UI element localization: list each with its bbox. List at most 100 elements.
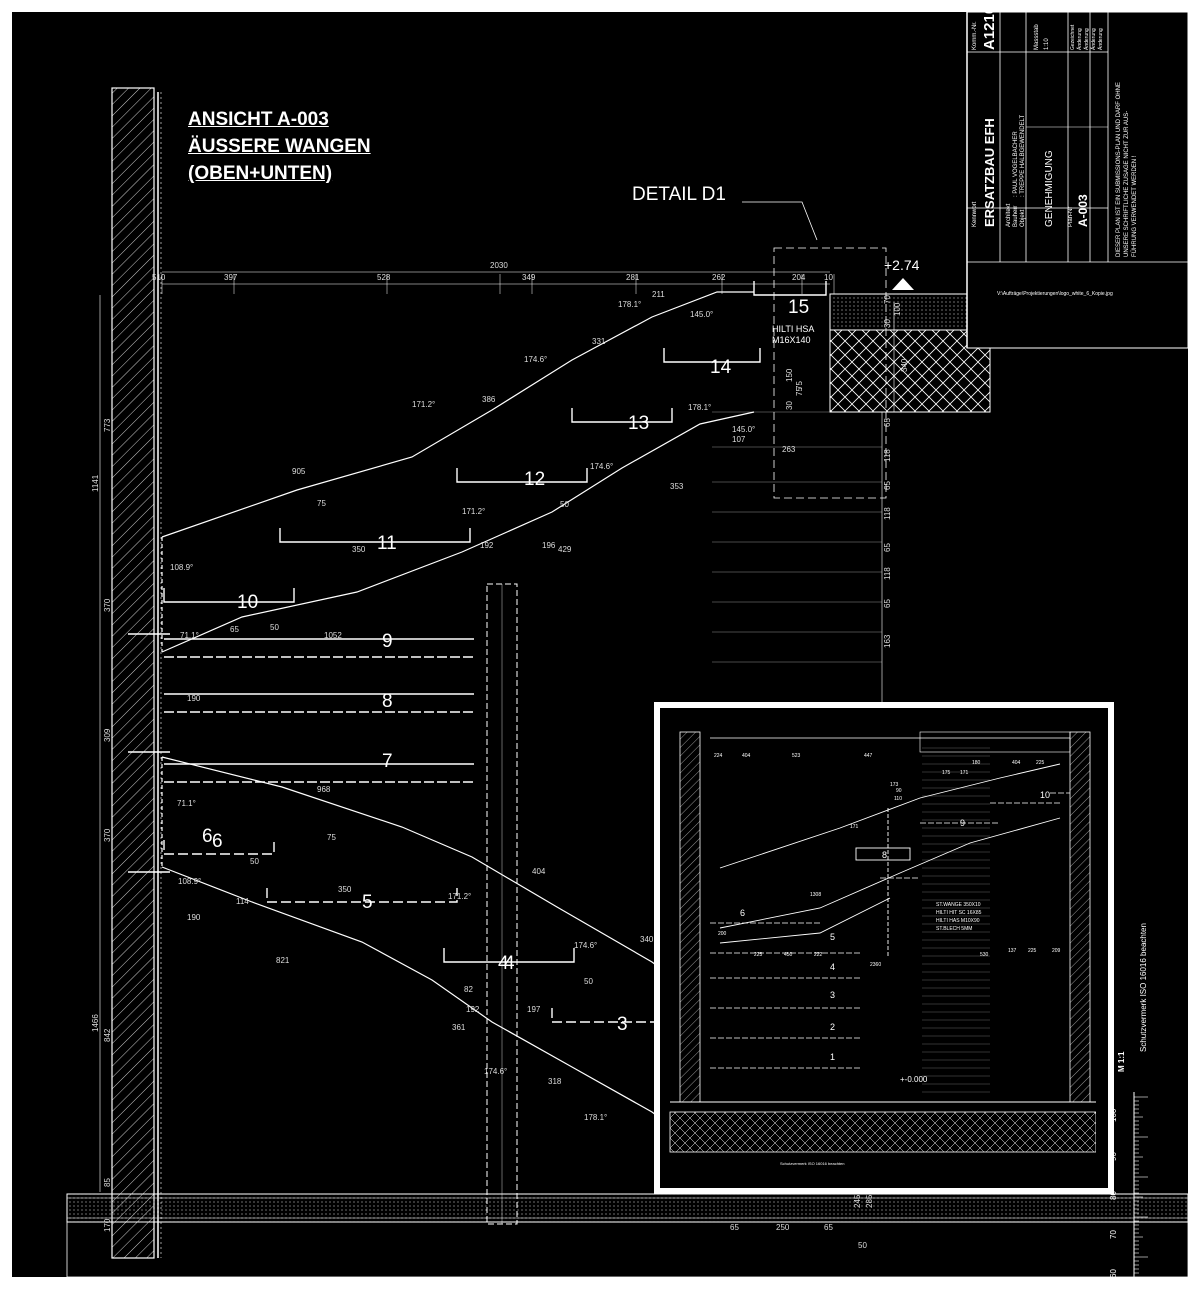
- step-number-15: 15: [788, 297, 809, 318]
- stringer-dim: 174.6°: [590, 462, 613, 471]
- step-profile: [753, 281, 827, 296]
- inset-label: 404: [1012, 760, 1021, 766]
- inset-label: 447: [864, 753, 873, 759]
- file-path: V:\Aufträge\Projektierungen\logo_white_6…: [997, 291, 1113, 297]
- inset-label: 4: [830, 962, 835, 972]
- stringer-dim: 50: [270, 623, 279, 632]
- inset-label: 175: [942, 770, 951, 776]
- step-profile: [551, 1008, 663, 1023]
- inset-label: 6: [740, 908, 745, 918]
- note-line-3: FÜHRUNG VERWENDET WERDEN !: [1131, 155, 1138, 257]
- bottom-dim: 285: [865, 1194, 874, 1208]
- stringer-dim: 331: [592, 337, 606, 346]
- bauherr-value: : PAUL VOGELBACHER: [1013, 131, 1019, 197]
- step-profile: [663, 348, 761, 363]
- left-dim: 370: [103, 828, 112, 842]
- stringer-dim: 404: [532, 867, 546, 876]
- plan-label: Plan-Nr: [1068, 207, 1074, 227]
- inset-label: 225: [754, 952, 763, 958]
- stringer-dim: 178.1°: [688, 403, 711, 412]
- note-line-1: DIESER PLAN IST EIN SUBMISSIONS-PLAN UND…: [1116, 82, 1122, 257]
- stringer-dim: 174.6°: [484, 1067, 507, 1076]
- kennwort-label: Kennwort: [972, 201, 978, 227]
- stringer-dim: 905: [292, 467, 306, 476]
- bauherr-label: Bauherr: [1013, 206, 1019, 227]
- stringer-dim: 145.0°: [690, 310, 713, 319]
- stringer-dim: 350: [338, 885, 352, 894]
- top-dim: 510: [152, 273, 166, 282]
- step-number-3: 3: [617, 1014, 628, 1035]
- anchor-label-2: M16X140: [772, 335, 811, 345]
- massstab-label: Massstab: [1034, 24, 1040, 50]
- level-marker-top: +2.74: [884, 257, 920, 290]
- left-dim: 85: [103, 1178, 112, 1187]
- drawing-title-1: ANSICHT A-003: [188, 109, 329, 130]
- inset-label: 224: [714, 753, 723, 759]
- inset-label: 2360: [870, 962, 881, 968]
- change-row: Änderung: [1076, 28, 1083, 50]
- ruler-tick-label: 60: [1109, 1269, 1118, 1277]
- floor-slab: [66, 1193, 1188, 1223]
- top-dim: 281: [626, 273, 640, 282]
- stringer-dim: 197: [527, 1005, 541, 1014]
- stringer-dim: 350: [352, 545, 366, 554]
- stringer-dim: 50: [584, 977, 593, 986]
- change-row: Änderung: [1083, 28, 1090, 50]
- inset-label: 90: [896, 788, 902, 794]
- step-number-10: 10: [237, 592, 258, 613]
- stringer-dim: 71.1°: [177, 799, 196, 808]
- inset-label: 225: [1028, 948, 1037, 954]
- stringer-dim: 174.6°: [524, 355, 547, 364]
- step-number-7: 7: [382, 751, 393, 772]
- stringer-dim: 171.2°: [448, 892, 471, 901]
- stringer-dim: 821: [276, 956, 290, 965]
- architekt-label: Architekt: [1006, 203, 1012, 227]
- inset-label: 173: [890, 782, 899, 788]
- stringer-dim: 107: [732, 435, 746, 444]
- step-number-8: 8: [382, 691, 393, 712]
- top-dim: 10: [824, 273, 833, 282]
- right-dim: 65: [883, 543, 892, 552]
- stringer-dim: 192: [480, 541, 494, 550]
- detail-label: DETAIL D1: [632, 184, 726, 205]
- bottom-dim: 65: [730, 1223, 739, 1232]
- stringer-dim: 968: [317, 785, 331, 794]
- anchor-label-1: HILTI HSA: [772, 324, 814, 334]
- stringer-dim: 211: [652, 290, 665, 299]
- inset-label: 222: [814, 952, 823, 958]
- step-profile: [279, 528, 471, 543]
- inset-label: 225: [1036, 760, 1045, 766]
- change-row: Änderung: [1090, 28, 1097, 50]
- step-profile: [163, 588, 295, 603]
- right-dim: 118: [883, 567, 892, 580]
- massstab-value: 1:10: [1044, 38, 1050, 50]
- left-dim: 1141: [91, 474, 100, 492]
- ruler-tick-label: 80: [1109, 1191, 1118, 1200]
- top-dim: 2030: [490, 261, 508, 270]
- stringer-dim: 196: [542, 541, 556, 550]
- right-dim: 65: [883, 418, 892, 427]
- step-number-6: 6: [202, 826, 213, 847]
- inset-label: 171: [960, 770, 969, 776]
- right-dim: 100: [893, 302, 902, 316]
- bottom-dim: 250: [776, 1223, 790, 1232]
- left-dim: 773: [103, 418, 112, 432]
- bottom-dim: 50: [858, 1241, 867, 1250]
- upper-slab-insulation: [829, 329, 991, 413]
- ruler-scale: M 1:1: [1117, 1051, 1126, 1072]
- top-dim: 528: [377, 273, 391, 282]
- stringer-dim: 178.1°: [584, 1113, 607, 1122]
- step-number-6: 6: [212, 831, 223, 852]
- inset-label: ST.WANGE 350X10: [936, 902, 981, 908]
- inset-label: 8: [882, 850, 887, 860]
- drawing-title-2: ÄUSSERE WANGEN: [188, 136, 371, 157]
- right-dim: 118: [883, 449, 892, 462]
- inset-label: 5: [830, 932, 835, 942]
- objekt-value: : TREPPE HALBGEWENDELT: [1020, 115, 1026, 197]
- inset-label: 450: [784, 952, 793, 958]
- stringer-dim: 190: [187, 694, 201, 703]
- step-profile: [443, 948, 575, 963]
- inset-level: +-0.000: [900, 1075, 928, 1084]
- right-dim: 70: [883, 295, 892, 304]
